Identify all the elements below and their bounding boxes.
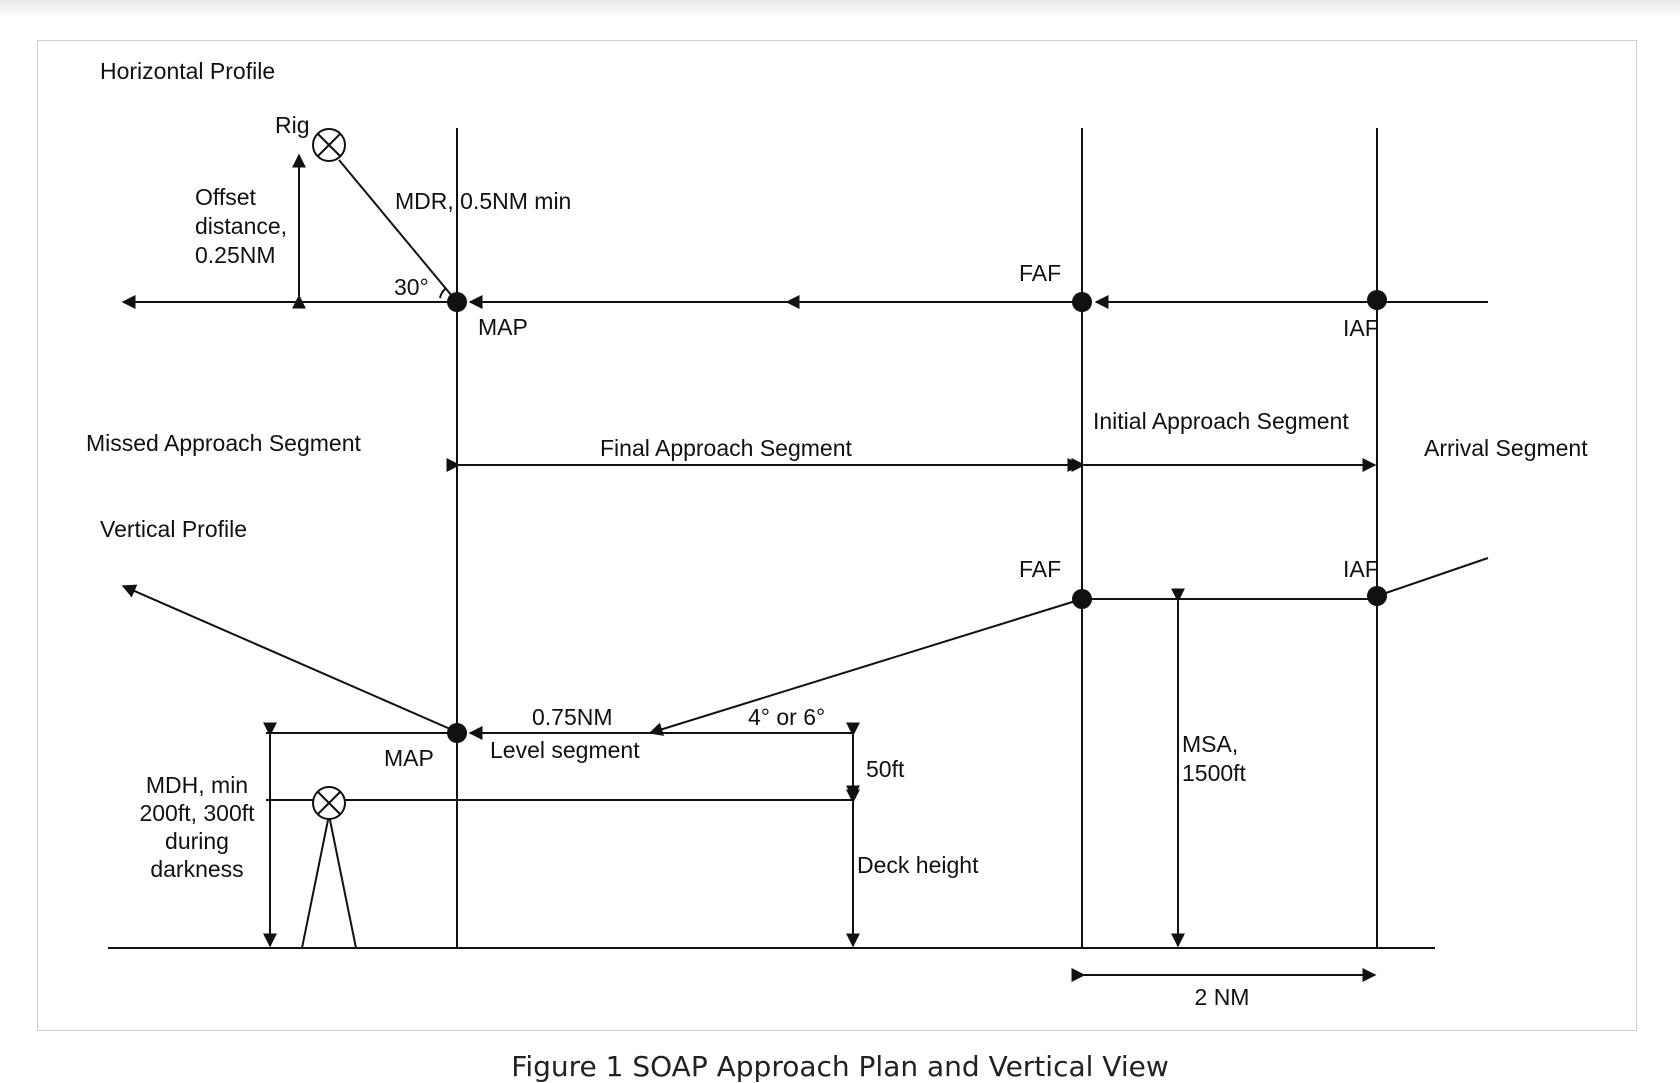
mdh-label-line1: MDH, min: [146, 772, 248, 798]
angle-label: 30°: [394, 274, 429, 300]
missed-climb-arrow: [121, 584, 458, 733]
glide-angle-label: 4° or 6°: [748, 704, 825, 730]
iaf-label: IAF: [1343, 315, 1379, 341]
initial-approach-segment-label: Initial Approach Segment: [1093, 408, 1349, 434]
mdh-label-line2: 200ft, 300ft: [139, 800, 255, 826]
angle-arc: [439, 287, 447, 299]
arrival-descent-line: [1376, 557, 1489, 597]
map-vertical-point: [447, 723, 467, 743]
mdr-label: MDR, 0.5NM min: [395, 188, 571, 214]
descent-arrow: [648, 598, 1083, 736]
iaf-vertical-point: [1367, 586, 1387, 606]
level-segment-label: Level segment: [490, 737, 640, 763]
offset-label-line3: 0.25NM: [195, 242, 276, 268]
rig-leg-right: [328, 814, 357, 949]
map-vertical-label: MAP: [384, 745, 434, 771]
mdr-line: [338, 159, 458, 303]
faf-point: [1072, 292, 1092, 312]
faf-vertical-label: FAF: [1019, 556, 1061, 582]
mdh-label-line4: darkness: [150, 856, 243, 882]
rig-elevation-icon: [312, 786, 346, 820]
offset-label-line1: Offset: [195, 184, 257, 210]
map-label: MAP: [478, 314, 528, 340]
map-point: [447, 292, 467, 312]
figure-caption: Figure 1 SOAP Approach Plan and Vertical…: [511, 1050, 1169, 1083]
faf-vertical-point: [1072, 589, 1092, 609]
arrival-segment-label: Arrival Segment: [1424, 435, 1588, 461]
iaf-point: [1367, 290, 1387, 310]
rig-leg-left: [301, 814, 330, 949]
msa-label-line1: MSA,: [1182, 731, 1238, 757]
two-nm-label: 2 NM: [1195, 984, 1250, 1010]
vertical-profile-title: Vertical Profile: [100, 516, 247, 542]
level-distance-label: 0.75NM: [532, 704, 613, 730]
missed-approach-segment-label: Missed Approach Segment: [86, 430, 361, 456]
deck-height-label: Deck height: [857, 852, 979, 878]
fifty-ft-label: 50ft: [866, 756, 905, 782]
rig-icon: [312, 128, 346, 162]
faf-label: FAF: [1019, 260, 1061, 286]
offset-label-line2: distance,: [195, 213, 287, 239]
iaf-vertical-label: IAF: [1343, 556, 1379, 582]
horizontal-profile-title: Horizontal Profile: [100, 58, 275, 84]
final-approach-segment-label: Final Approach Segment: [600, 435, 852, 461]
top-shade: [0, 0, 1680, 18]
rig-label: Rig: [275, 112, 310, 138]
mdh-label-line3: during: [165, 828, 229, 854]
approach-diagram: Horizontal Profile Rig Offset distance, …: [86, 58, 1588, 1010]
msa-label-line2: 1500ft: [1182, 760, 1247, 786]
